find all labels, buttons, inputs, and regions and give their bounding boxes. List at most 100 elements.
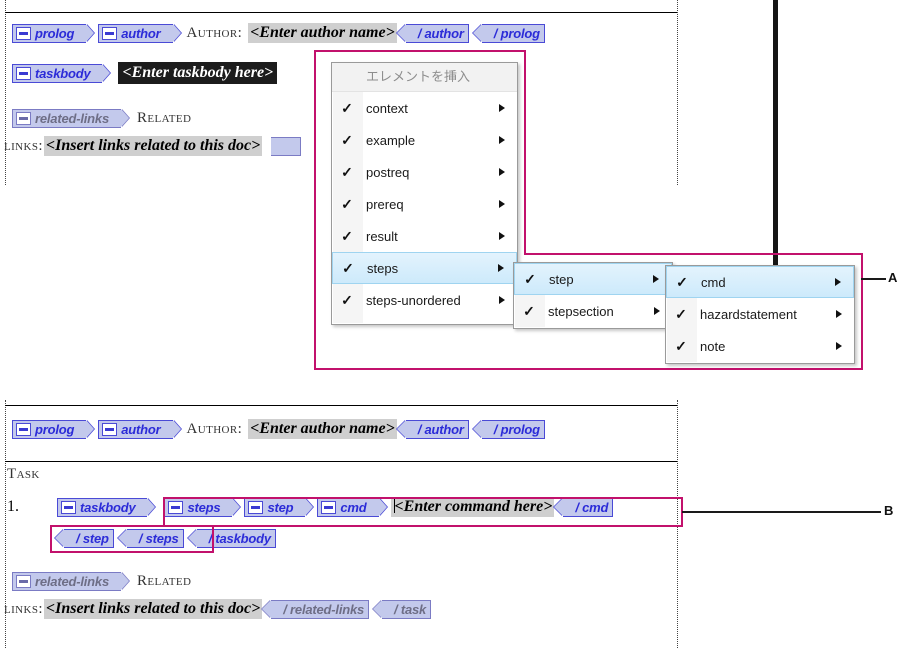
menu-item-stepsection[interactable]: ✓ stepsection <box>514 295 672 327</box>
taskbody-row: taskbody <Enter taskbody here> <box>12 62 278 84</box>
menu-item-example[interactable]: ✓ example <box>332 124 517 156</box>
chevron-right-icon <box>653 275 659 283</box>
related-links-placeholder[interactable]: <Insert links related to this doc> <box>43 136 263 156</box>
tag-chip-close-task[interactable]: / task <box>382 599 432 619</box>
collapse-minus-icon[interactable] <box>102 26 118 40</box>
menu-item-label: context <box>366 100 408 116</box>
tag-label: taskbody <box>35 65 91 81</box>
tag-chip-steps[interactable]: steps <box>164 497 233 517</box>
context-submenu-step[interactable]: ✓ cmd ✓ hazardstatement ✓ note <box>665 265 855 364</box>
callout-box-a-join <box>524 253 863 257</box>
collapse-minus-icon[interactable] <box>16 422 31 436</box>
check-icon: ✓ <box>676 273 688 290</box>
vertical-divider-bar <box>773 0 778 272</box>
tag-label: / step <box>76 531 109 546</box>
menu-item-steps-unordered[interactable]: ✓ steps-unordered <box>332 284 517 316</box>
tag-chip-close-author[interactable]: / author <box>405 23 469 43</box>
menu-item-cmd[interactable]: ✓ cmd <box>666 266 854 298</box>
menu-item-note[interactable]: ✓ note <box>666 330 854 362</box>
tag-chip-close-related-links[interactable]: / related-links <box>271 599 370 619</box>
collapse-minus-icon[interactable] <box>168 500 184 514</box>
tag-chip-close-step[interactable]: / step <box>64 529 114 548</box>
cmd-placeholder[interactable]: <Enter command here> <box>390 497 555 517</box>
menu-item-steps[interactable]: ✓ steps <box>332 252 517 284</box>
tag-chip-related-links[interactable]: related-links <box>12 572 121 591</box>
author-placeholder[interactable]: <Enter author name> <box>248 419 397 439</box>
menu-item-hazardstatement[interactable]: ✓ hazardstatement <box>666 298 854 330</box>
tag-chip-prolog[interactable]: prolog <box>12 419 87 439</box>
menu-item-label: steps-unordered <box>366 292 461 308</box>
pane-left-edge <box>5 0 6 185</box>
tag-chip-prolog[interactable]: prolog <box>12 23 87 43</box>
callout-box-b-bottom <box>50 525 214 553</box>
callout-label-a: A <box>888 270 898 285</box>
tag-label: cmd <box>340 499 367 515</box>
tag-label: author <box>121 421 161 437</box>
submenu-arrow-cell <box>487 104 517 112</box>
collapse-minus-icon[interactable] <box>321 500 337 514</box>
menu-item-prereq[interactable]: ✓ prereq <box>332 188 517 220</box>
submenu-arrow-cell <box>824 342 854 350</box>
related-links-label: Related <box>137 573 192 589</box>
tag-chip-related-links[interactable]: related-links <box>12 109 121 128</box>
context-menu-insert-element[interactable]: エレメントを挿入 ✓ context ✓ example ✓ postreq ✓… <box>331 62 518 325</box>
pane-right-edge <box>677 400 678 648</box>
menu-item-label: note <box>700 338 726 354</box>
menu-item-label: hazardstatement <box>700 306 797 322</box>
collapse-minus-icon[interactable] <box>102 422 118 436</box>
tag-chip-step[interactable]: step <box>244 497 306 517</box>
collapse-minus-icon[interactable] <box>16 575 31 588</box>
tag-chip-close-prolog[interactable]: / prolog <box>481 419 545 439</box>
cmd-placeholder-text: <Enter command here> <box>394 498 553 515</box>
related-links-row-continued: links: <Insert links related to this doc… <box>4 136 305 156</box>
context-submenu-steps[interactable]: ✓ step ✓ stepsection <box>513 262 673 329</box>
tag-chip-taskbody[interactable]: taskbody <box>12 63 103 83</box>
collapse-minus-icon[interactable] <box>16 112 31 125</box>
submenu-arrow-cell <box>642 307 672 315</box>
callout-label-b: B <box>884 503 894 518</box>
check-icon: ✓ <box>342 259 354 276</box>
submenu-arrow-cell <box>487 232 517 240</box>
tag-chip-close-steps[interactable]: / steps <box>126 529 184 548</box>
collapse-minus-icon[interactable] <box>16 26 31 40</box>
menu-title: エレメントを挿入 <box>332 63 517 92</box>
task-label: Task <box>7 466 40 482</box>
tag-chip-close-related-links[interactable] <box>271 136 302 156</box>
chevron-right-icon <box>499 200 505 208</box>
collapse-minus-icon[interactable] <box>61 500 76 514</box>
tag-label: step <box>267 499 294 515</box>
closers-row: / step / steps / taskbody <box>55 529 280 548</box>
tag-chip-taskbody[interactable]: taskbody <box>57 497 148 517</box>
tag-chip-close-taskbody[interactable]: / taskbody <box>196 529 276 548</box>
chevron-right-icon <box>499 232 505 240</box>
submenu-arrow-cell <box>487 136 517 144</box>
collapse-minus-icon[interactable] <box>16 66 31 80</box>
tag-label: prolog <box>35 421 75 437</box>
menu-item-context[interactable]: ✓ context <box>332 92 517 124</box>
check-icon: ✓ <box>675 305 687 322</box>
collapse-minus-icon[interactable] <box>248 500 264 514</box>
tag-chip-author[interactable]: author <box>98 23 173 43</box>
leader-line-a <box>861 278 886 280</box>
tag-chip-close-prolog[interactable]: / prolog <box>481 23 545 43</box>
author-field-label: Author: <box>186 24 243 41</box>
tag-chip-close-author[interactable]: / author <box>405 419 469 439</box>
check-icon: ✓ <box>341 163 353 180</box>
menu-item-label: postreq <box>366 164 410 180</box>
menu-item-postreq[interactable]: ✓ postreq <box>332 156 517 188</box>
menu-item-result[interactable]: ✓ result <box>332 220 517 252</box>
taskbody-placeholder-selected[interactable]: <Enter taskbody here> <box>118 62 278 84</box>
editor-pane-bottom: prolog author Author: <Enter author name… <box>0 400 682 648</box>
tag-chip-author[interactable]: author <box>98 419 173 439</box>
callout-box-b-top <box>163 497 683 527</box>
related-links-placeholder[interactable]: <Insert links related to this doc> <box>43 599 263 619</box>
chevron-right-icon <box>499 168 505 176</box>
menu-item-label: cmd <box>701 274 726 290</box>
related-links-label-2: links: <box>4 600 43 617</box>
menu-item-step[interactable]: ✓ step <box>514 263 672 295</box>
menu-item-label: example <box>366 132 416 148</box>
author-placeholder[interactable]: <Enter author name> <box>248 23 397 43</box>
tag-label: / author <box>417 25 464 41</box>
chevron-right-icon <box>836 342 842 350</box>
